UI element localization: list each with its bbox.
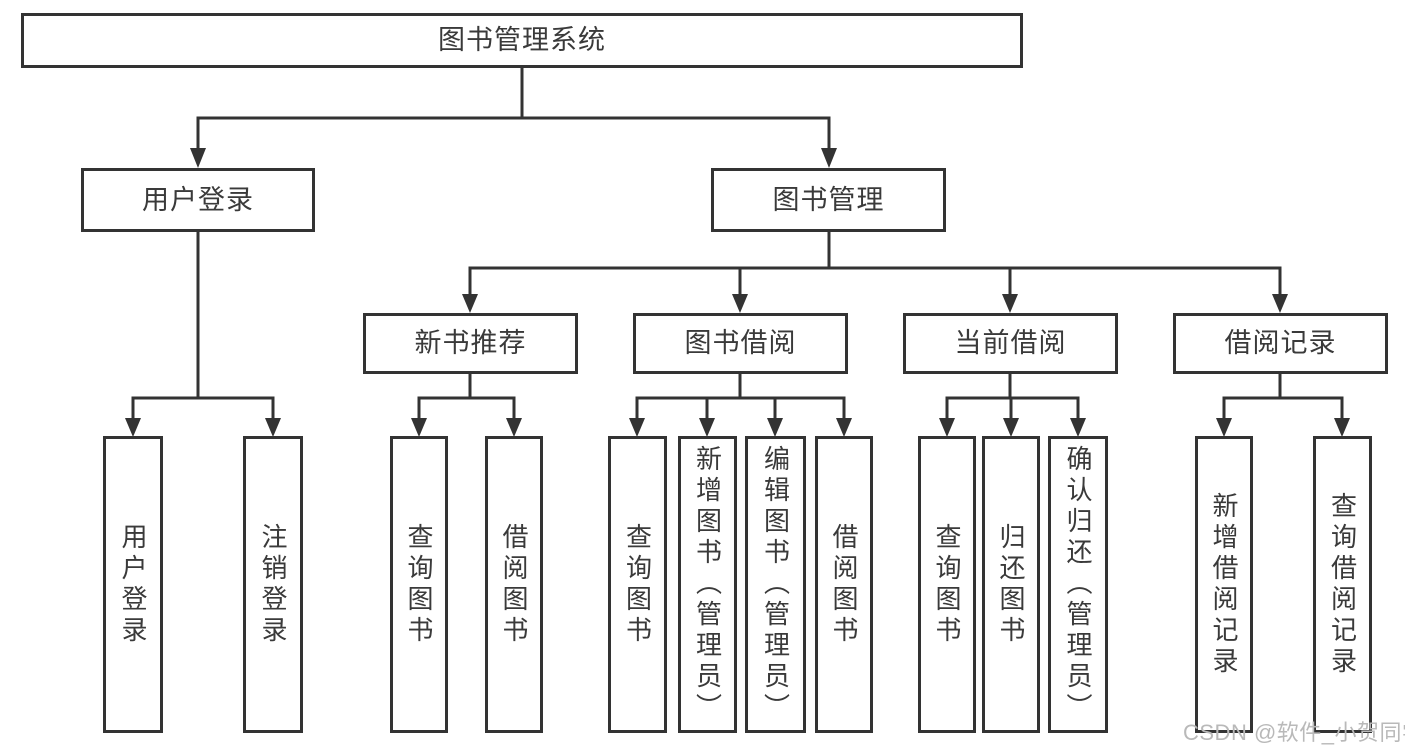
node-label: 新书推荐 <box>414 328 527 358</box>
node-label: 用户登录 <box>118 522 148 647</box>
csdn-watermark: CSDN @软件_小贺同学 <box>1183 720 1405 745</box>
leaf-query-books-recommend: 查询图书 <box>390 436 448 733</box>
node-book-borrow: 图书借阅 <box>633 313 848 374</box>
node-new-book-recommend: 新书推荐 <box>363 313 578 374</box>
node-label: 借阅图书 <box>499 522 529 647</box>
node-label: 查询图书 <box>622 522 653 647</box>
leaf-borrow-books-recommend: 借阅图书 <box>485 436 543 733</box>
node-label: 当前借阅 <box>954 328 1067 358</box>
leaf-user-login: 用户登录 <box>103 436 163 733</box>
node-label: 注销登录 <box>258 522 288 647</box>
leaf-logout: 注销登录 <box>243 436 303 733</box>
node-label: 查询图书 <box>404 522 434 647</box>
node-root-system: 图书管理系统 <box>21 13 1023 68</box>
node-label: 用户登录 <box>142 184 254 215</box>
node-current-borrow: 当前借阅 <box>903 313 1118 374</box>
leaf-query-books-current: 查询图书 <box>918 436 976 733</box>
node-label: 借阅图书 <box>829 522 859 647</box>
leaf-confirm-return-admin: 确认归还（管理员） <box>1048 436 1108 733</box>
leaf-add-books-admin: 新增图书（管理员） <box>678 436 737 733</box>
node-label: 新增借阅记录 <box>1209 491 1239 678</box>
node-borrow-records: 借阅记录 <box>1173 313 1388 374</box>
node-label: 图书管理 <box>772 184 885 215</box>
leaf-edit-books-admin: 编辑图书（管理员） <box>745 436 806 733</box>
node-label: 查询借阅记录 <box>1327 491 1358 678</box>
arrowheads <box>125 148 1350 437</box>
leaf-add-borrow-record: 新增借阅记录 <box>1195 436 1253 733</box>
node-label: 新增图书（管理员） <box>692 445 723 724</box>
node-label: 图书借阅 <box>684 328 797 358</box>
node-label: 归还图书 <box>996 522 1026 647</box>
node-label: 编辑图书（管理员） <box>760 445 791 724</box>
node-label: 借阅记录 <box>1224 328 1337 358</box>
node-user-login: 用户登录 <box>81 168 315 232</box>
node-label: 查询图书 <box>932 522 962 647</box>
node-book-management: 图书管理 <box>711 168 946 232</box>
node-label: 图书管理系统 <box>438 25 606 55</box>
leaf-query-books-borrow: 查询图书 <box>608 436 667 733</box>
leaf-return-books: 归还图书 <box>982 436 1040 733</box>
leaf-borrow-books: 借阅图书 <box>815 436 873 733</box>
node-label: 确认归还（管理员） <box>1063 445 1093 724</box>
leaf-query-borrow-record: 查询借阅记录 <box>1313 436 1372 733</box>
